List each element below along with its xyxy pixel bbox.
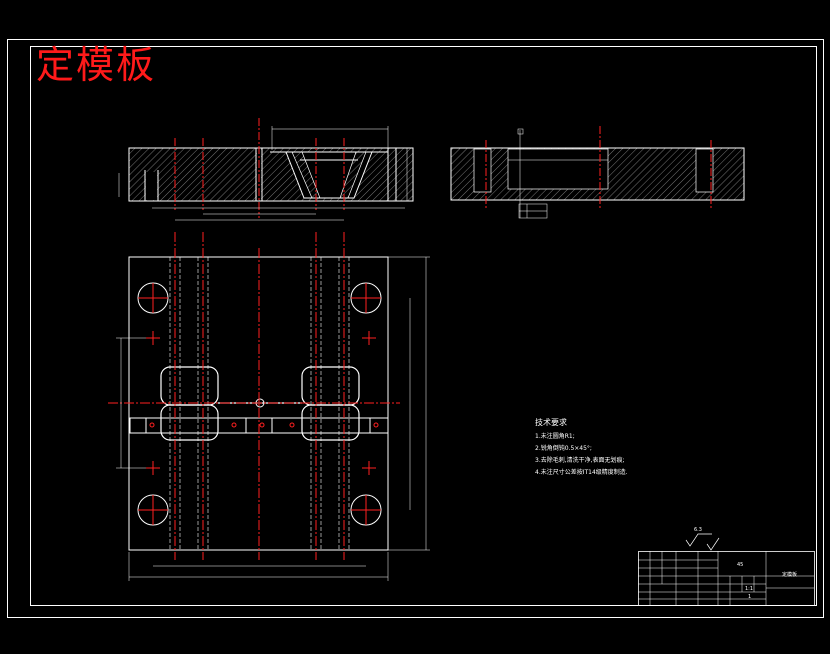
scale-label: 1:1 (745, 586, 754, 592)
front-section-view (118, 118, 414, 221)
tech-requirement-item: 4.未注尺寸公差按IT14级精度制造. (535, 469, 628, 476)
title-block (638, 551, 815, 606)
outer-border (7, 39, 824, 618)
tech-requirement-item: 2.锐角倒钝0.5×45°; (535, 445, 592, 452)
sheet-label: 1 (748, 594, 752, 600)
side-section-view (450, 126, 745, 219)
surface-finish-symbol (685, 533, 720, 551)
technical-requirements: 技术要求 1.未注圆角R1; 2.锐角倒钝0.5×45°; 3.去除毛刺,清洗干… (535, 417, 628, 479)
tech-requirements-heading: 技术要求 (535, 418, 567, 427)
tech-requirement-item: 1.未注圆角R1; (535, 433, 575, 440)
plan-view (108, 232, 430, 581)
tech-requirement-item: 3.去除毛刺,清洗干净,表面无划痕; (535, 457, 625, 464)
surface-finish-value: 6.3 (694, 527, 702, 533)
drawing-title: 定模板 (36, 43, 157, 87)
material-label: 45 (737, 562, 744, 568)
title-block-part-name: 定模板 (782, 572, 798, 578)
inner-border (30, 46, 817, 606)
